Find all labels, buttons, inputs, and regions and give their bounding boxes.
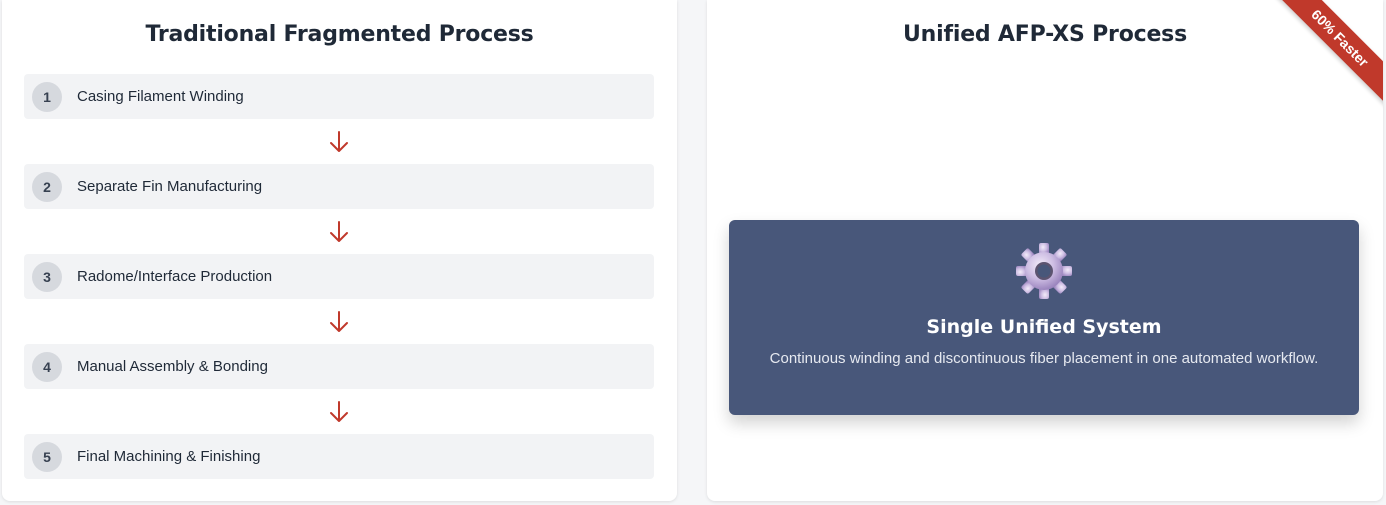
step-label: Radome/Interface Production [77,268,273,285]
arrow-down-icon [24,119,654,164]
process-steps: 1 Casing Filament Winding 2 Separate Fin… [24,74,654,479]
step-label: Manual Assembly & Bonding [77,358,268,375]
process-step: 2 Separate Fin Manufacturing [24,164,654,209]
process-step: 5 Final Machining & Finishing [24,434,654,479]
traditional-process-card: Traditional Fragmented Process 1 Casing … [2,0,677,501]
unified-process-card: Unified AFP-XS Process 60% Faster [707,0,1383,501]
unified-system-title: Single Unified System [926,316,1162,338]
gear-icon [1016,243,1072,299]
arrow-down-icon [24,209,654,254]
step-label: Separate Fin Manufacturing [77,178,263,195]
step-number: 1 [32,81,62,112]
step-label: Final Machining & Finishing [77,448,261,465]
unified-process-title: Unified AFP-XS Process [903,22,1187,47]
step-label: Casing Filament Winding [77,88,244,105]
process-step: 4 Manual Assembly & Bonding [24,344,654,389]
arrow-down-icon [24,299,654,344]
traditional-process-title: Traditional Fragmented Process [145,22,534,47]
step-number: 3 [32,261,62,292]
step-number: 5 [32,441,62,472]
unified-system-box: Single Unified System Continuous winding… [729,220,1359,415]
faster-badge: 60% Faster [1269,0,1383,109]
unified-system-description: Continuous winding and discontinuous fib… [769,350,1319,367]
process-step: 1 Casing Filament Winding [24,74,654,119]
arrow-down-icon [24,389,654,434]
step-number: 2 [32,171,62,202]
step-number: 4 [32,351,62,382]
process-step: 3 Radome/Interface Production [24,254,654,299]
